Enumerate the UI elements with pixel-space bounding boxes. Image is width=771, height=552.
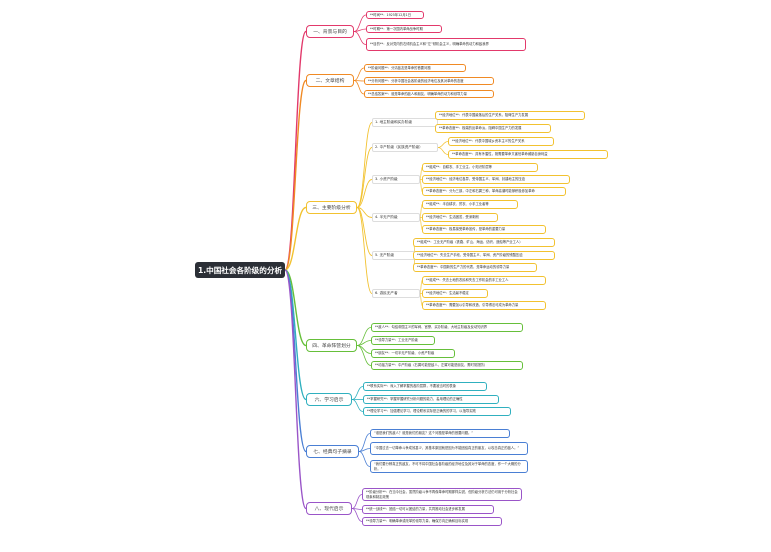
branch-modern[interactable]: 八、现代启示 — [306, 502, 352, 515]
connector-b3-2-1 — [437, 141, 449, 148]
leaf-b3-5-1[interactable]: **组成**：工业无产阶级（铁路、矿山、海运、纺织、造船等产业工人） — [413, 238, 555, 247]
branch-structure[interactable]: 二、文章结构 — [306, 74, 354, 87]
connector-b8-1 — [351, 494, 363, 509]
group-semi-proletariat[interactable]: 4. 半无产阶级 — [372, 213, 420, 222]
connector-b2-1 — [353, 67, 365, 81]
connector-b3-3-3 — [419, 179, 423, 192]
root-topic[interactable]: 1.中国社会各阶级的分析 — [195, 262, 285, 278]
connector-b7-3 — [358, 451, 371, 467]
leaf-b2-3[interactable]: **总结答案**：谁是革命的敌人和朋友，明确革命的动力和领导力量 — [364, 90, 494, 98]
connector-b1-1 — [353, 14, 367, 32]
connector-root-b3 — [284, 206, 307, 271]
leaf-b7-2[interactable]: “中国过去一切革命斗争成效甚少，其基本原因就是因为不能团结真正的朋友，以攻击真正… — [370, 442, 528, 455]
leaf-b6-1[interactable]: **联系实际**：深入了解掌握的各阶层群，不要被当时的表象 — [363, 382, 487, 391]
leaf-b1-3[interactable]: **目的**：反对党内的右倾机会主义和“左”倾机会主义，明确革命的动力和敌我界 — [366, 38, 526, 51]
leaf-b3-1-1[interactable]: **经济地位**：代表中国最落后的生产关系，阻碍生产力发展 — [435, 111, 585, 120]
branch-background[interactable]: 一、背景与目的 — [306, 25, 354, 38]
connector-root-b7 — [284, 269, 307, 453]
leaf-b3-3-2[interactable]: **经济地位**：经济地位各异，受帝国主义、军阀、封建地主的压迫 — [422, 175, 570, 184]
connector-root-b2 — [284, 79, 307, 271]
leaf-b3-2-2[interactable]: **革命态度**：具有矛盾性，既需要革命又害怕革命威胁自身利益 — [448, 150, 608, 159]
leaf-b3-3-3[interactable]: **革命态度**：分为三部，中左和右翼三种，革命高潮时能够积极参加革命 — [422, 187, 566, 196]
leaf-b3-4-2[interactable]: **经济地位**：生活困苦，受深剥削 — [422, 213, 498, 222]
leaf-b1-2[interactable]: **时期**：第一次国内革命战争时期 — [366, 25, 442, 33]
connector-b3-2-2 — [437, 147, 449, 155]
group-proletariat[interactable]: 5. 无产阶级 — [372, 251, 416, 260]
group-middle-class[interactable]: 2. 中产阶级（民族资产阶级） — [372, 143, 438, 152]
leaf-b4-1[interactable]: **敌人**：勾结帝国主义的军阀、官僚、买办阶级、大地主阶级及反动知识界 — [371, 323, 523, 332]
leaf-b3-6-1[interactable]: **组成**：失去土地的农民和失去工作机会的手工业工人 — [422, 276, 546, 285]
leaf-b4-3[interactable]: **朋友**：一切半无产阶级、小资产阶级 — [371, 349, 455, 358]
leaf-b7-1[interactable]: “谁是我们的敌人？谁是我们的朋友？这个问题是革命的首要问题。” — [370, 429, 510, 438]
leaf-b6-3[interactable]: **理论学习**：加强理论学习，理论联系实际是正确的的学习，以指导实践 — [363, 407, 511, 416]
group-lumpen[interactable]: 6. 游民无产者 — [372, 289, 420, 298]
leaf-b8-1[interactable]: **阶级分析**：在当今社会，虽然阶级斗争不再像革命时期那样尖锐，但阶级分析方法… — [362, 488, 522, 501]
leaf-b3-6-3[interactable]: **革命态度**：需要加以引导和改造，引导得法可成为革命力量 — [422, 301, 546, 310]
leaf-b3-5-3[interactable]: **革命态度**：中国新的生产力的代表，是革命运动的领导力量 — [413, 263, 537, 272]
connector-b7-1 — [358, 433, 371, 452]
group-petty-bourgeoisie[interactable]: 3. 小资产阶级 — [372, 175, 420, 184]
leaf-b4-4[interactable]: **动摇力量**：中产阶级（右翼可能是敌人，左翼可能是朋友，需时常提防） — [371, 361, 523, 370]
connector-b3-4-3 — [419, 217, 423, 230]
connector-b8-3 — [351, 508, 363, 522]
leaf-b2-2[interactable]: **分析问题**：分析中国社会各阶级的经济地位及其对革命的态度 — [364, 77, 494, 85]
leaf-b4-2[interactable]: **领导力量**：工业无产阶级 — [371, 336, 435, 345]
leaf-b8-3[interactable]: **领导力量**：明确革命或改革的领导力量，确保方向正确和目标实现 — [362, 517, 502, 526]
connector-root-b8 — [284, 269, 307, 510]
leaf-b7-3[interactable]: “我们要分辨真正的敌友，不可不将中国社会各阶级的经济地位及其对于革命的态度，作一… — [370, 460, 528, 473]
connector-group-3 — [356, 179, 373, 208]
leaf-b3-4-3[interactable]: **革命态度**：极易接受革命宣传，是革命的重要力量 — [422, 225, 546, 234]
connector-b3-6-3 — [419, 293, 423, 306]
leaf-b2-1[interactable]: **阶级问题**：分清敌友是革命的首要问题 — [364, 64, 466, 72]
connector-b3-6-1 — [419, 280, 423, 294]
leaf-b3-3-1[interactable]: **组成**：自耕农、手工业主、小知识阶层等 — [422, 163, 538, 172]
connector-b6-3 — [351, 399, 364, 412]
connector-b3-4-1 — [419, 204, 423, 218]
connector-root-b4 — [284, 269, 307, 347]
connector-group-6 — [356, 207, 373, 294]
connector-root-b1 — [284, 30, 307, 271]
leaf-b3-2-1[interactable]: **经济地位**：代表中国城乡资本主义的生产关系 — [448, 137, 554, 146]
leaf-b3-1-2[interactable]: **革命态度**：极端的反革命派，阻碍中国生产力的发展 — [435, 124, 551, 133]
connector-group-2 — [356, 147, 373, 208]
leaf-b3-5-2[interactable]: **经济地位**：失去生产手段，受帝国主义、军阀、资产阶级的残酷压迫 — [413, 251, 555, 260]
connector-b1-3 — [353, 31, 367, 45]
branch-class-analysis[interactable]: 三、主要阶级分析 — [306, 201, 357, 214]
leaf-b1-1[interactable]: **时间**：1925年12月1日 — [366, 11, 424, 19]
branch-quotes[interactable]: 七、经典句子摘录 — [306, 445, 359, 458]
connector-b7-2 — [358, 448, 371, 452]
leaf-b8-2[interactable]: **统一战线**：团结一切可以团结的力量，共同推动社会进步和发展 — [362, 505, 494, 514]
group-landlord[interactable]: 1. 地主阶级和买办阶级 — [372, 118, 438, 127]
connector-b6-1 — [351, 386, 364, 400]
branch-camps[interactable]: 四、革命阵营划分 — [306, 339, 357, 352]
branch-lessons[interactable]: 六、学习启示 — [306, 393, 352, 406]
leaf-b3-6-2[interactable]: **经济地位**：生活最不稳定 — [422, 289, 488, 298]
connector-b2-3 — [353, 80, 365, 95]
leaf-b3-4-1[interactable]: **组成**：半自耕农、贫农、小手工业者等 — [422, 200, 518, 209]
connector-b4-4 — [356, 345, 372, 366]
leaf-b6-2[interactable]: **掌握研究**：掌握掌握研究分析问题的能力，善用理论的正确性 — [363, 395, 499, 404]
